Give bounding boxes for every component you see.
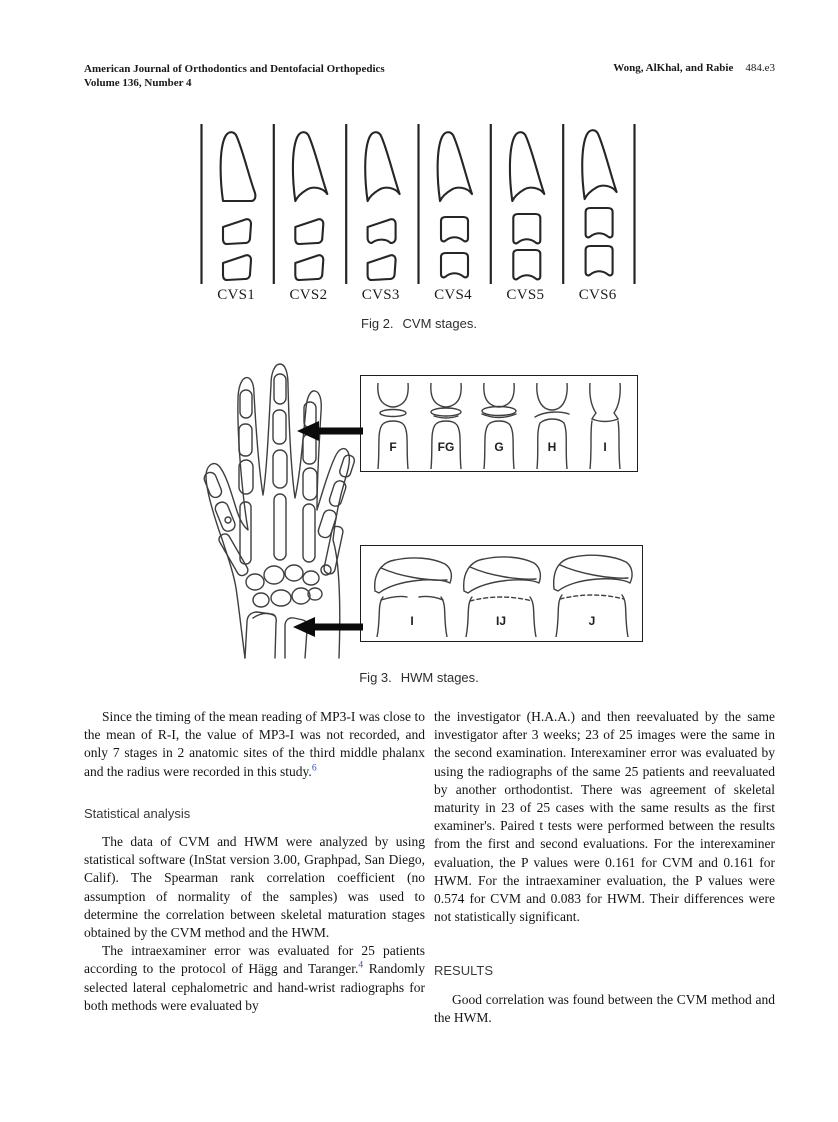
reference-link-6[interactable]: 6 — [311, 763, 317, 774]
section-heading-results: RESULTS — [434, 963, 493, 979]
vertebra-drawings-cvs1 — [219, 131, 257, 282]
cvs4-label: CVS4 — [434, 287, 472, 303]
vertebra-drawings-cvs5 — [508, 131, 546, 281]
svg-text:I: I — [410, 614, 413, 628]
fig3-caption-text: HWM stages. — [400, 670, 479, 685]
vertebra-drawings-cvs2 — [291, 131, 329, 282]
phalanx-stage-g-drawing: G — [481, 383, 517, 469]
vertebra-drawings-cvs3 — [364, 131, 401, 282]
left-column: Since the timing of the mean reading of … — [84, 708, 425, 1015]
fig2-caption-text: CVM stages. — [402, 316, 477, 331]
cvs1-label: CVS1 — [217, 287, 256, 303]
phalanx-stage-i-drawing: I — [588, 383, 621, 469]
paragraph: the investigator (H.A.A.) and then reeva… — [434, 709, 775, 925]
svg-text:I: I — [603, 440, 606, 454]
vertebra-drawings-cvs4 — [436, 131, 474, 279]
paragraph-text: Since the timing of the mean reading of … — [84, 709, 425, 779]
fig2-caption-label: Fig 2. — [361, 316, 394, 331]
paragraph-text: Randomly selected lateral cephalometric … — [84, 961, 426, 1013]
paragraph: Good correlation was found between the C… — [434, 991, 775, 1025]
arrow-left-icon — [297, 421, 363, 441]
journal-issue: Volume 136, Number 4 — [84, 77, 192, 89]
svg-text:G: G — [494, 440, 503, 454]
running-head: Wong, AlKhal, and Rabie 484.e3 — [613, 62, 775, 74]
reference-link-4[interactable]: 4 — [358, 960, 364, 971]
cvm-stages-figure — [200, 124, 636, 284]
hand-wrist-drawing — [203, 363, 356, 659]
phalanx-stage-fg-drawing: FG — [430, 383, 463, 469]
fig2-caption: Fig 2. CVM stages. — [0, 316, 838, 331]
svg-text:H: H — [547, 440, 556, 454]
vertebra-drawings-cvs6 — [581, 129, 618, 277]
right-column: the investigator (H.A.A.) and then reeva… — [434, 708, 775, 1027]
journal-header: American Journal of Orthodontics and Den… — [84, 62, 385, 90]
paragraph: Since the timing of the mean reading of … — [84, 708, 425, 781]
svg-text:FG: FG — [438, 440, 455, 454]
cvs5-label: CVS5 — [506, 287, 545, 303]
radius-stage-ij-drawing: IJ — [463, 556, 542, 637]
svg-text:IJ: IJ — [496, 614, 506, 628]
cvs2-label: CVS2 — [289, 287, 328, 303]
fig3-caption-label: Fig 3. — [359, 670, 392, 685]
svg-text:J: J — [589, 614, 596, 628]
phalanx-stages-inset: F FG G H — [360, 375, 638, 472]
cvs-stage-labels: CVS1 CVS2 CVS3 CVS4 CVS5 CVS6 — [200, 287, 636, 304]
phalanx-stage-h-drawing: H — [534, 383, 570, 469]
cvs6-label: CVS6 — [578, 287, 617, 303]
hand-outline — [205, 363, 351, 659]
cvs3-label: CVS3 — [361, 287, 400, 303]
journal-title: American Journal of Orthodontics and Den… — [84, 63, 385, 75]
paragraph: The intraexaminer error was evaluated fo… — [84, 942, 425, 1015]
carpal-bones — [224, 516, 332, 608]
section-heading-statistical-analysis: Statistical analysis — [84, 805, 191, 821]
arrow-left-icon — [293, 617, 363, 637]
finger-bones — [203, 373, 356, 539]
radius-stage-i-drawing: I — [373, 557, 452, 637]
svg-text:F: F — [390, 440, 397, 454]
radius-stages-inset: I IJ J — [360, 545, 643, 642]
page-number: 484.e3 — [745, 62, 775, 74]
fig3-caption: Fig 3. HWM stages. — [0, 670, 838, 685]
paragraph-text: The intraexaminer error was evaluated fo… — [84, 943, 425, 977]
phalanx-stage-f-drawing: F — [377, 383, 410, 469]
authors: Wong, AlKhal, and Rabie — [613, 62, 734, 74]
paragraph: The data of CVM and HWM were analyzed by… — [84, 834, 425, 941]
radius-stage-j-drawing: J — [553, 554, 633, 637]
